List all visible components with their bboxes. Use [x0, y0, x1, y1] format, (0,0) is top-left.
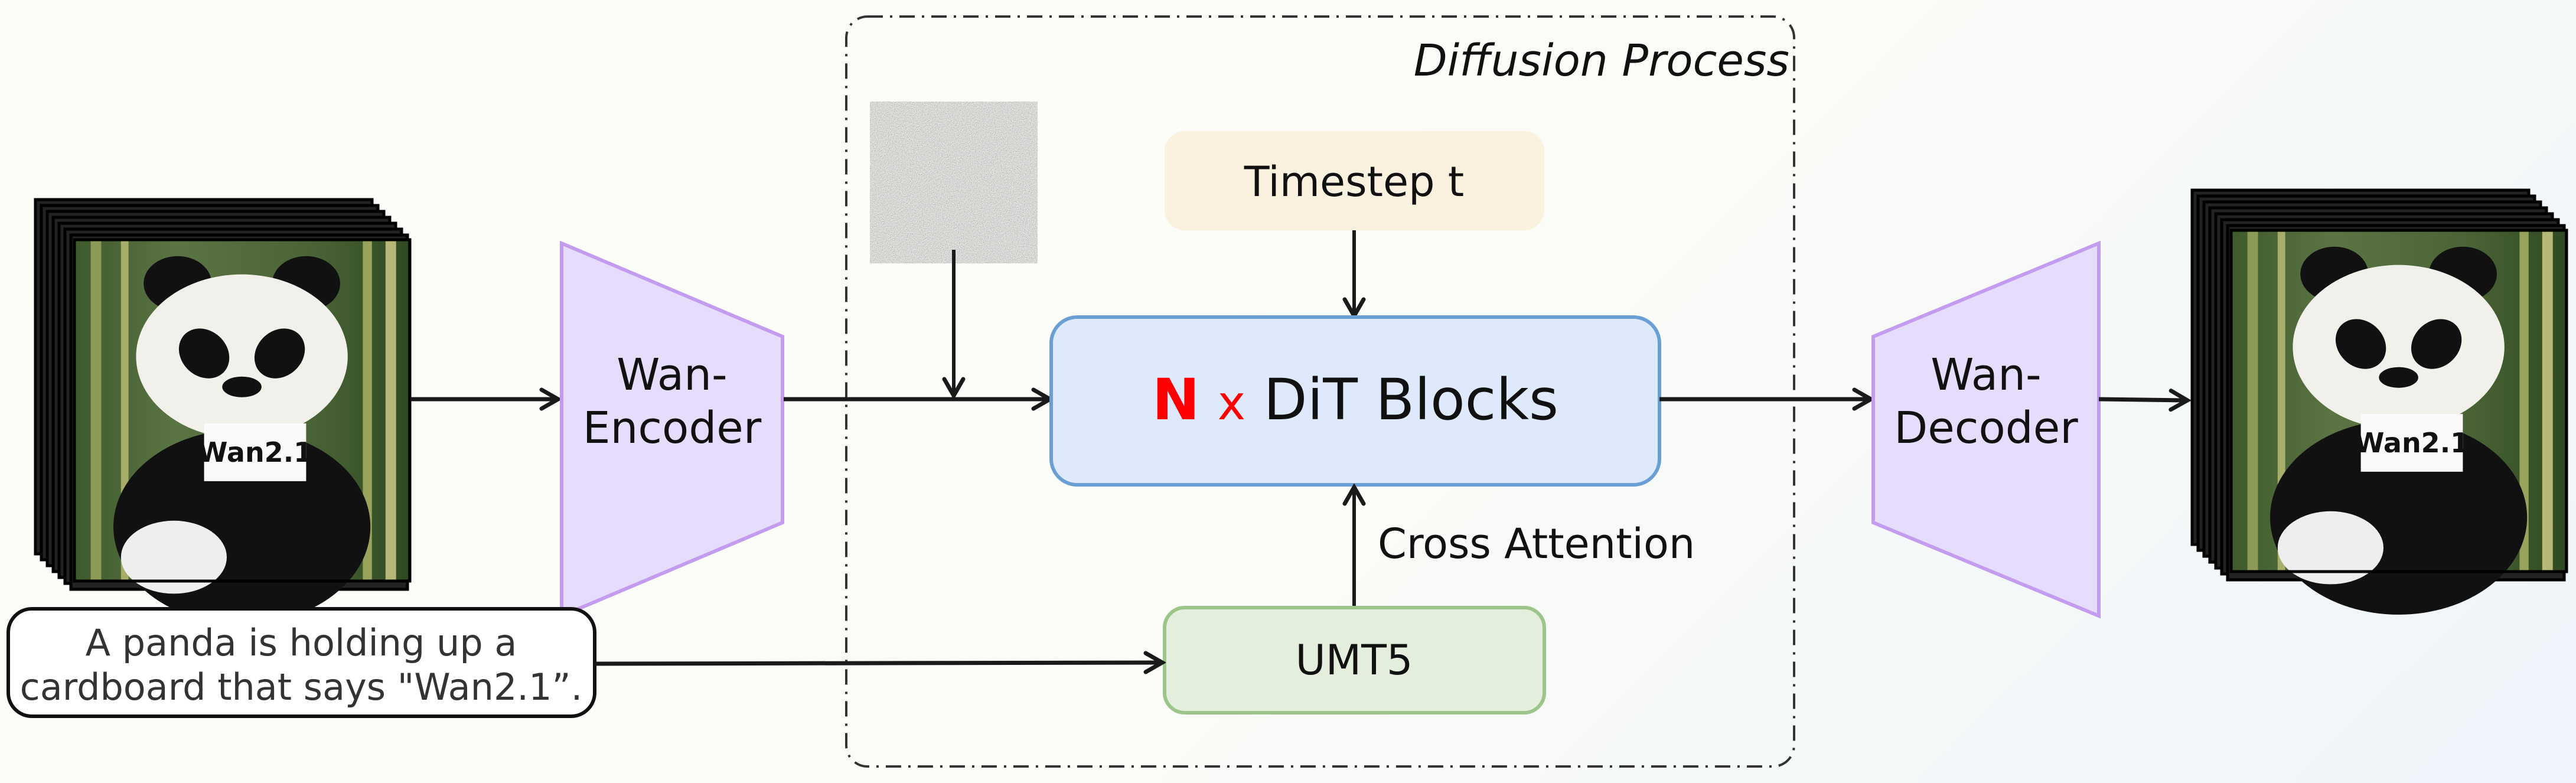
diffusion-process-label: Diffusion Process: [1414, 35, 1789, 86]
cross-attention-label: Cross Attention: [1378, 520, 1695, 568]
input-sign-text: Wan2.1: [198, 436, 312, 468]
umt5-box: UMT5: [1163, 606, 1546, 715]
dit-label: DiT Blocks: [1264, 367, 1558, 433]
timestep-label: Timestep t: [1244, 158, 1464, 206]
wan-encoder: Wan- Encoder: [560, 240, 784, 619]
output-video-frames: Wan2.1: [2190, 188, 2568, 615]
diffusion-process-region: Diffusion Process: [845, 15, 1795, 768]
encoder-label-line2: Encoder: [583, 403, 762, 454]
arrow-decoder-to-output: [2098, 399, 2187, 400]
prompt-line2: cardboard that says "Wan2.1”.: [20, 665, 583, 709]
dit-blocks: N x DiT Blocks: [1049, 315, 1661, 487]
timestep-box: Timestep t: [1165, 131, 1544, 230]
umt5-label: UMT5: [1296, 636, 1413, 684]
encoder-label-line1: Wan-: [617, 350, 727, 400]
decoder-label-line2: Decoder: [1894, 403, 2078, 454]
input-video-frames: Wan2.1: [34, 198, 412, 624]
arrow-prompt-to-umt5: [594, 663, 1162, 664]
noise-image: [884, 115, 1023, 250]
prompt-line1: A panda is holding up a: [86, 621, 517, 664]
output-sign-text: Wan2.1: [2355, 427, 2469, 459]
decoder-label-line1: Wan-: [1931, 350, 2041, 400]
svg-text:N x DiT Blocks: N x DiT Blocks: [1152, 367, 1558, 433]
wan-decoder: Wan- Decoder: [1871, 240, 2101, 619]
dit-n: N: [1152, 367, 1199, 433]
text-prompt-box: A panda is holding up a cardboard that s…: [6, 607, 596, 718]
dit-x: x: [1218, 376, 1245, 430]
